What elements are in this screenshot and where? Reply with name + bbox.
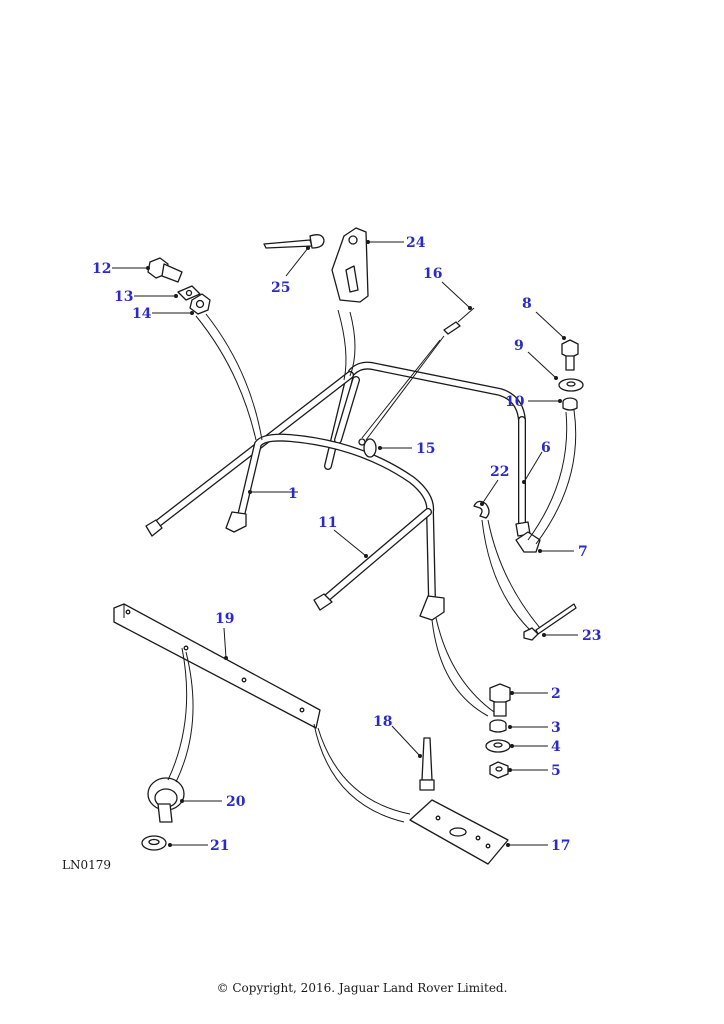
rivet-part-18 (419, 737, 435, 791)
spacer-part-10 (562, 397, 578, 411)
callout-2: 2 (551, 686, 561, 702)
callout-24: 24 (406, 235, 426, 251)
callout-20: 20 (226, 794, 246, 810)
callout-4: 4 (551, 739, 561, 755)
callout-16: 16 (423, 266, 442, 282)
callout-18: 18 (373, 714, 392, 730)
callout-13: 13 (114, 289, 133, 305)
callout-numbers: 1 2 3 4 5 6 7 8 9 10 11 12 13 14 15 16 1… (92, 235, 601, 854)
callout-8: 8 (522, 296, 532, 312)
bolt-part (147, 257, 183, 283)
nut-part-5 (489, 761, 509, 779)
plate-washer-part (177, 285, 201, 301)
nut-part (189, 293, 211, 315)
rivet-part (263, 234, 325, 249)
callout-9: 9 (514, 338, 524, 354)
bracket-part (331, 227, 369, 303)
washer-part-21 (141, 835, 167, 851)
roll-cage-frame (148, 361, 526, 606)
callout-11: 11 (318, 515, 337, 531)
bolt-part-8 (561, 339, 579, 371)
callout-25: 25 (271, 280, 290, 296)
copyright-notice: © Copyright, 2016. Jaguar Land Rover Lim… (216, 981, 508, 995)
rivet-part-23 (523, 603, 577, 641)
callout-15: 15 (416, 441, 435, 457)
foot-bracket-part (515, 531, 541, 553)
callout-19: 19 (215, 611, 234, 627)
rail-part (113, 603, 321, 729)
screw-part (443, 307, 475, 335)
eyebolt-part (147, 777, 185, 823)
callout-22: 22 (490, 464, 509, 480)
callout-10: 10 (505, 394, 525, 410)
assembly-curves (167, 309, 577, 823)
spacer-part-3 (489, 719, 507, 733)
frame-feet (145, 511, 531, 621)
callout-leaders (112, 240, 578, 847)
washer-part-9 (558, 378, 584, 392)
mounting-plate-part (409, 799, 509, 865)
callout-14: 14 (132, 306, 152, 322)
clip-part (473, 500, 490, 519)
callout-23: 23 (582, 628, 601, 644)
callout-21: 21 (210, 838, 229, 854)
bolt-part-2 (489, 683, 511, 717)
washer-part-4 (485, 739, 511, 753)
callout-17: 17 (551, 838, 570, 854)
callout-1: 1 (288, 486, 298, 502)
diagram-reference-code: LN0179 (62, 858, 111, 872)
callout-7: 7 (578, 544, 588, 560)
callout-3: 3 (551, 720, 561, 736)
shackle-part (358, 438, 377, 458)
callout-6: 6 (541, 440, 551, 456)
callout-5: 5 (551, 763, 561, 779)
callout-12: 12 (92, 261, 111, 277)
